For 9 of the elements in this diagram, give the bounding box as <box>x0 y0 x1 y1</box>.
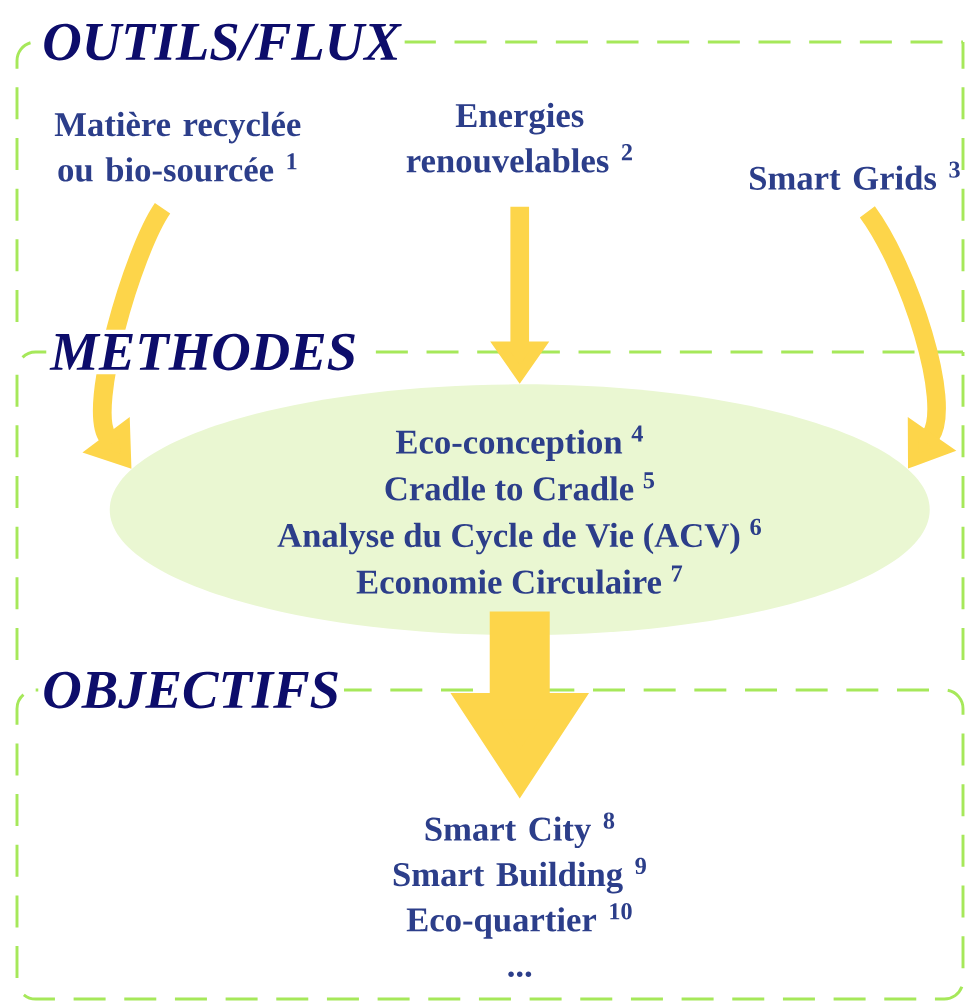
label-text: Smart City $^{8}$ Smart Building $^{9}$ Eco-quartier $^{10}$ ... <box>393 812 646 978</box>
label-text: Smart Grids $^{3}$ <box>750 161 960 190</box>
panel-heading: METHODES <box>46 329 362 375</box>
label-text: Matière recyclée ou bio-sourcée $^{1}$ <box>54 111 301 182</box>
label-text: Energies renouvelables $^{2}$ <box>406 102 632 173</box>
node-label: OUTILS/FLUX <box>44 23 402 61</box>
panel-heading: OUTILS/FLUX <box>38 19 405 65</box>
node-label: METHODES <box>49 333 355 371</box>
panel-heading: OBJECTIFS <box>38 667 344 713</box>
